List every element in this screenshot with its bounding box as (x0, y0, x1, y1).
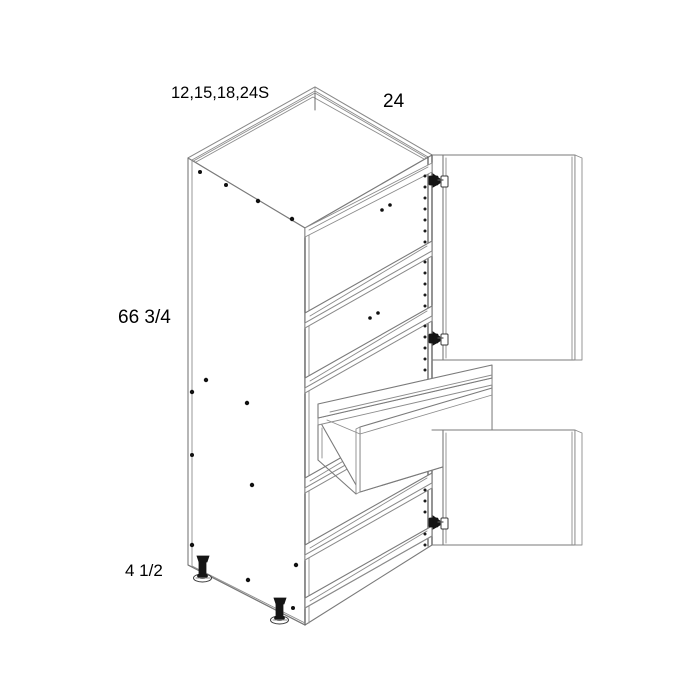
upper-door[interactable] (431, 154, 583, 361)
dowel-hole (244, 400, 250, 406)
top-panel (187, 86, 433, 235)
adjustable-leg-rear (193, 555, 212, 583)
dowel-hole (380, 208, 384, 212)
dowel-hole (376, 311, 380, 315)
shelf-upper-2 (304, 240, 433, 329)
dowel-hole (198, 170, 202, 174)
dimension-label-height: 66 3/4 (118, 307, 171, 328)
dowel-hole (388, 203, 392, 207)
dimension-label-toe-kick: 4 1/2 (125, 561, 163, 580)
shelf-upper-3 (304, 305, 433, 394)
dowel-hole (245, 577, 251, 583)
left-side-panel (187, 157, 306, 626)
lower-door[interactable] (431, 429, 583, 546)
dimension-label-width-options: 12,15,18,24S (171, 84, 270, 102)
adjustable-leg-front (270, 597, 289, 625)
dowel-hole (293, 562, 299, 568)
hinge-upper-bottom (428, 331, 449, 346)
dimension-label-depth: 24 (383, 91, 405, 112)
dowel-hole (189, 389, 195, 395)
dowel-hole (249, 482, 255, 488)
base-panel (187, 525, 433, 626)
dowel-hole (189, 542, 195, 548)
dowel-hole (224, 183, 228, 187)
hinge-lower (428, 515, 449, 530)
hinge-upper-top (428, 173, 449, 188)
shelf-lower-2 (304, 472, 433, 561)
cabinet-carcass (187, 86, 433, 626)
shelf-pin-hole-column (423, 174, 427, 547)
dowel-hole (190, 453, 194, 457)
shelf-upper-1 (304, 162, 433, 238)
dowel-hole (291, 606, 295, 610)
dowel-hole (255, 198, 261, 204)
dowel-hole (289, 216, 295, 222)
dowel-hole (203, 377, 209, 383)
dowel-hole (368, 316, 372, 320)
